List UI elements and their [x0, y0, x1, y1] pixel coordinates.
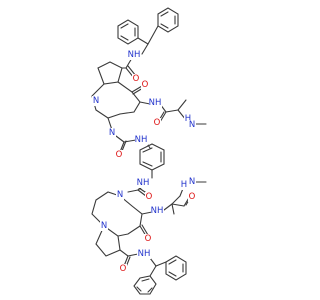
bottom-left-phenyl-ring [133, 275, 157, 295]
bottom-methylamino-h-label: H [181, 180, 187, 190]
top-ring-nitrogen-label: N [93, 96, 99, 106]
bottom-methylamino-n-label: N [189, 177, 195, 187]
bottom-pyrrolidine-ring [95, 225, 121, 257]
bottom-right-phenyl-ring [165, 255, 187, 281]
bottom-ring-nitrogen-label: N [101, 221, 107, 231]
top-urea-nh-label: NH [135, 135, 148, 145]
top-bicyclic-core [91, 61, 151, 131]
top-benzhydryl-group [117, 7, 179, 55]
bottom-benzhydryl-group [133, 255, 187, 295]
bottom-sidechain-nh-label: NH [151, 206, 164, 216]
bottom-urea-nh-label: NH [137, 178, 150, 188]
bottom-urea-oxygen-label: O [146, 192, 153, 202]
top-urea-ring-nitrogen-label: N [109, 128, 115, 138]
top-pyrrolidine-ring [97, 61, 123, 85]
top-side-chain [157, 99, 207, 125]
bottom-amide-oxygen-label: O [120, 264, 127, 274]
top-sidechain-oxygen-label: O [154, 118, 161, 128]
atom-labels: NH O O N NH O H N N O NH NH [92, 50, 196, 274]
central-phenylene-ring [139, 143, 165, 179]
bottom-amide-nh-label: NH [138, 249, 151, 259]
top-urea-oxygen-label: O [116, 150, 123, 160]
bottom-urea-ring-nitrogen-label: N [117, 190, 123, 200]
top-sidechain-nh-label: NH [149, 98, 162, 108]
top-lactam-oxygen-label: O [142, 80, 149, 90]
top-amide-oxygen-label: O [133, 74, 140, 84]
top-methylamino-n-label: N [189, 120, 195, 130]
bottom-bicyclic-core [91, 191, 153, 257]
bottom-sidechain-oxygen-label: O [189, 192, 196, 202]
top-amide-nh-label: NH [128, 50, 141, 60]
bottom-lactam-oxygen-label: O [145, 234, 152, 244]
top-methylamino-h-label: H [185, 114, 191, 124]
chemical-structure: NH O O N NH O H N N O NH NH [91, 7, 207, 295]
